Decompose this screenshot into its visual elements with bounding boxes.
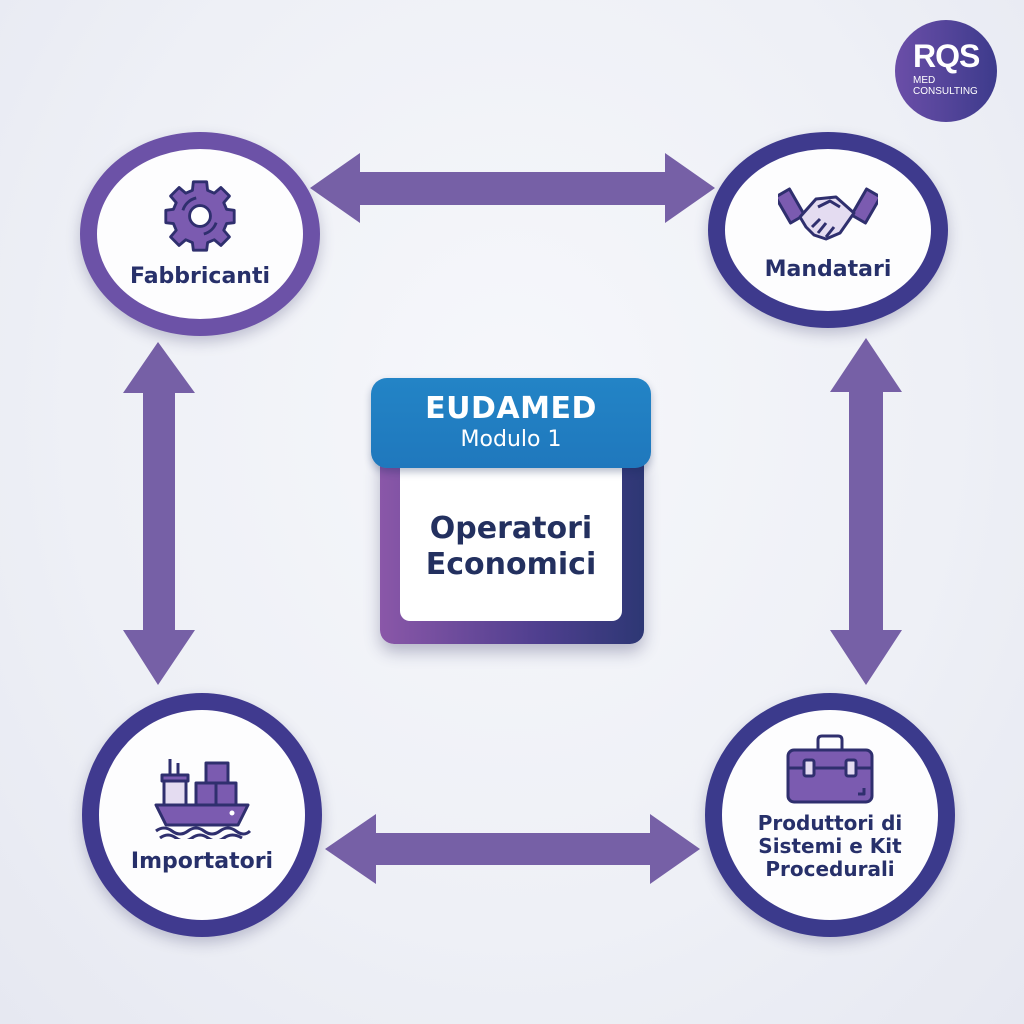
card-title-line2: Economici [425,547,597,582]
handshake-icon [778,187,878,241]
node-label-line: Produttori di [757,811,903,835]
gear-icon [164,180,236,252]
node-label: Fabbricanti [129,264,271,290]
card-header-title: EUDAMED [425,391,597,426]
node-label: Mandatari [764,257,892,283]
node-produttori: Produttori di Sistemi e Kit Procedurali [705,693,955,937]
cargo-ship-icon [154,759,252,840]
node-importatori: Importatori [82,693,322,937]
toolbox-icon [786,734,874,804]
node-label-line: Procedurali [765,857,895,881]
rqs-logo: RQS MED CONSULTING [895,20,997,122]
arrow-mandatari-produttori [830,338,902,685]
arrow-fabbricanti-importatori [123,342,195,685]
logo-brand: RQS [913,38,980,74]
node-label-line: Sistemi e Kit [758,834,902,858]
node-fabbricanti: Fabbricanti [80,132,320,336]
node-mandatari: Mandatari [708,132,948,328]
logo-line-med: MED [913,75,936,86]
card-title-line1: Operatori [429,511,593,546]
card-body: Operatori Economici [400,453,622,621]
logo-line-consulting: CONSULTING [913,86,978,97]
eudamed-module-card: Operatori Economici EUDAMED Modulo 1 [371,378,651,644]
card-header-subtitle: Modulo 1 [460,427,562,452]
arrow-fabbricanti-mandatari [310,153,715,223]
arrow-importatori-produttori [325,814,700,884]
node-label: Importatori [130,849,274,875]
card-header: EUDAMED Modulo 1 [371,378,651,468]
